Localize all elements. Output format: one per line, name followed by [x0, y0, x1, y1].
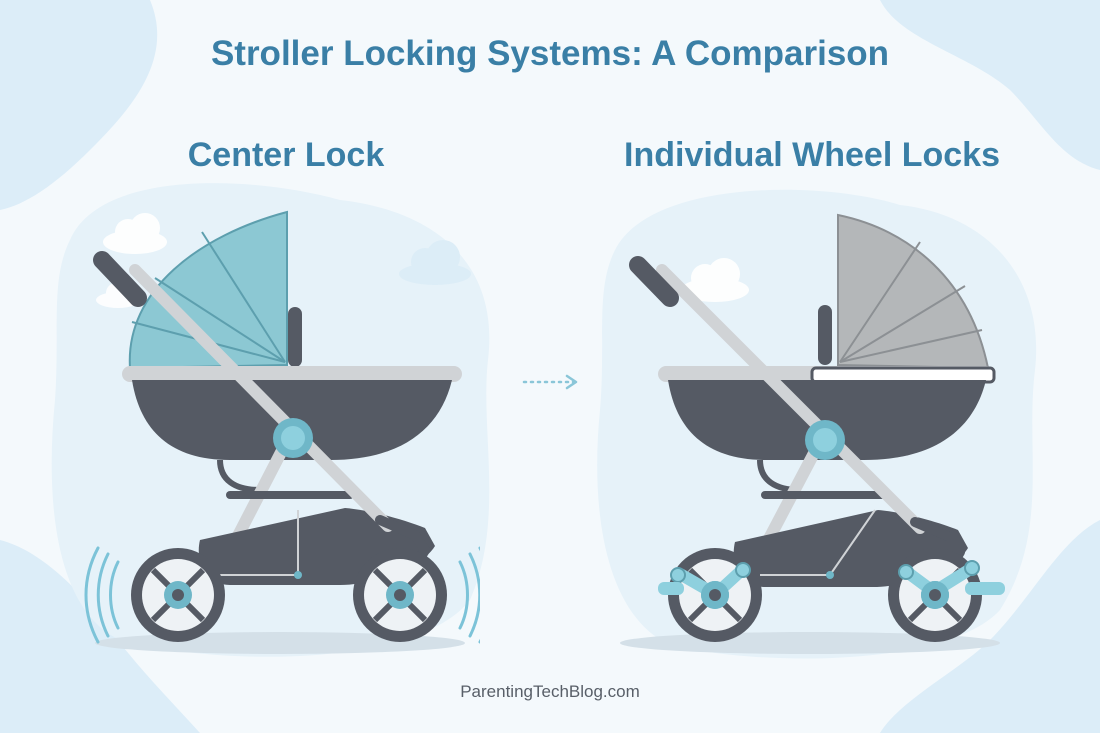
canopy — [128, 210, 288, 370]
lock-pivot — [294, 571, 302, 579]
handle-grip — [629, 256, 679, 307]
rear-handle — [288, 307, 302, 367]
cloud-icon — [399, 240, 471, 285]
vibration-icon — [84, 546, 480, 644]
push-handle-bar — [656, 264, 926, 534]
rear-wheel — [131, 548, 225, 642]
cloud-icon — [681, 258, 749, 302]
lock-pivot — [826, 571, 834, 579]
blob-bottom-left — [0, 540, 200, 733]
dotted-arrow-icon — [522, 374, 578, 390]
blob-top-right — [880, 0, 1100, 170]
front-wheel — [353, 548, 447, 642]
wheel-hub-center — [709, 589, 941, 601]
stroller-individual-wheel-locks — [620, 213, 1005, 654]
brake-pedal-icon — [658, 560, 1005, 595]
blob-top-left — [0, 0, 158, 210]
push-handle-bar — [129, 264, 394, 532]
panel-title-individual-wheel-locks: Individual Wheel Locks — [624, 136, 1000, 174]
canopy — [837, 213, 990, 370]
seat-hook — [217, 459, 261, 493]
blob-bottom-right — [880, 520, 1100, 733]
rear-handle — [818, 305, 832, 365]
footer-credit: ParentingTechBlog.com — [460, 682, 640, 701]
canopy-ribs — [839, 241, 983, 363]
cloud-icon — [103, 213, 167, 254]
panel-title-center-lock: Center Lock — [187, 136, 385, 174]
stroller-center-lock — [84, 210, 480, 654]
handle-grip — [93, 251, 147, 307]
basket-rim — [122, 366, 462, 382]
frame-joint-inner — [813, 428, 837, 452]
frame-joint-inner — [281, 426, 305, 450]
canopy-rim — [810, 366, 996, 384]
basket — [668, 380, 986, 460]
page-title: Stroller Locking Systems: A Comparison — [210, 34, 890, 73]
